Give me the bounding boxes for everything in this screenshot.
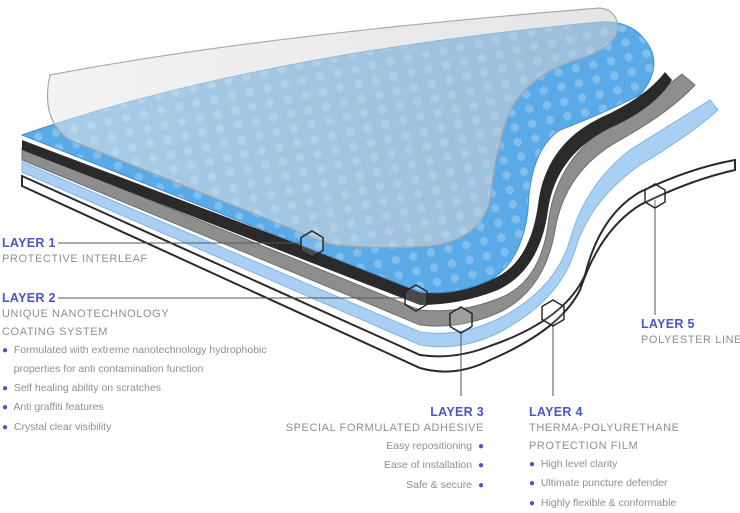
bullet-dot-icon: ●: [477, 460, 484, 472]
layer2-bullet: ● Formulated with extreme nanotechnology…: [2, 344, 267, 356]
layer4-bullet: ● High level clarity: [529, 458, 618, 470]
bullet-dot-icon: ●: [529, 478, 536, 490]
layer1-interleaf-shape: [46, 7, 619, 249]
layer2-bullet: ● Self healing ability on scratches: [2, 381, 161, 394]
hex-marker-3: [449, 306, 473, 334]
hex-marker-5: [644, 183, 666, 209]
layer2-bullet: ● Anti graffiti features: [2, 401, 104, 414]
bullet-dot-icon: ●: [2, 421, 9, 433]
layer4-title: LAYER 4: [529, 405, 583, 419]
layer3-subtitle: SPECIAL FORMULATED ADHESIVE: [285, 422, 484, 434]
layer4-bullet: ● Ultimate puncture defender: [529, 477, 668, 490]
layer3-bullets: Easy repositioning ● Ease of installatio…: [286, 437, 484, 495]
layer3-bullet: Ease of installation ●: [383, 459, 484, 472]
bullet-dot-icon: ●: [477, 441, 484, 452]
hex-marker-2: [404, 284, 428, 312]
layer3-label: LAYER 3 SPECIAL FORMULATED ADHESIVE Easy…: [286, 405, 484, 495]
layer2-subtitle-line2: COATING SYSTEM: [2, 326, 108, 338]
layer4-bullet: ● Highly flexible & conformable: [529, 496, 677, 509]
layer2-label: LAYER 2 UNIQUE NANOTECHNOLOGY COATING SY…: [2, 291, 267, 437]
layer4-label: LAYER 4 THERMA-POLYURETHANE PROTECTION F…: [529, 405, 680, 513]
layer3-bullet: Easy repositioning ●: [386, 440, 484, 452]
layer4-tpu-shape: [21, 99, 719, 348]
layer1-label: LAYER 1 PROTECTIVE INTERLEAF: [2, 236, 148, 268]
layer2-edge-shape: [22, 72, 672, 305]
layer3-adhesive-shape: [21, 73, 696, 327]
hex-marker-4: [541, 299, 565, 327]
layer5-liner-shape: [21, 158, 736, 373]
bullet-dot-icon: ●: [529, 459, 536, 470]
bullet-dot-icon: ●: [2, 345, 9, 356]
layer2-subtitle-line1: UNIQUE NANOTECHNOLOGY: [2, 308, 170, 320]
hex-marker-1: [300, 230, 324, 258]
layer2-bullet-continued: properties for anti contamination functi…: [13, 363, 204, 376]
layer5-label: LAYER 5 POLYESTER LINER: [641, 317, 740, 349]
bullet-dot-icon: ●: [529, 497, 536, 509]
bullet-dot-icon: ●: [2, 402, 9, 414]
layer5-subtitle: POLYESTER LINER: [641, 334, 740, 346]
layer2-bullet: ● Crystal clear visibility: [2, 420, 112, 433]
layer1-title: LAYER 1: [2, 236, 56, 250]
layer1-subtitle: PROTECTIVE INTERLEAF: [2, 253, 148, 265]
bullet-dot-icon: ●: [2, 382, 9, 394]
layer4-subtitle-line1: THERMA-POLYURETHANE: [529, 422, 680, 434]
layer5-title: LAYER 5: [641, 317, 695, 331]
layer3-title: LAYER 3: [430, 405, 484, 419]
layer2-bullets: ● Formulated with extreme nanotechnology…: [2, 341, 267, 437]
bullet-dot-icon: ●: [477, 479, 484, 491]
layer3-bullet: Safe & secure ●: [406, 478, 484, 491]
layer4-bullets: ● High level clarity ● Ultimate puncture…: [529, 455, 680, 513]
layer4-subtitle-line2: PROTECTION FILM: [529, 440, 639, 452]
layer2-title: LAYER 2: [2, 291, 56, 305]
